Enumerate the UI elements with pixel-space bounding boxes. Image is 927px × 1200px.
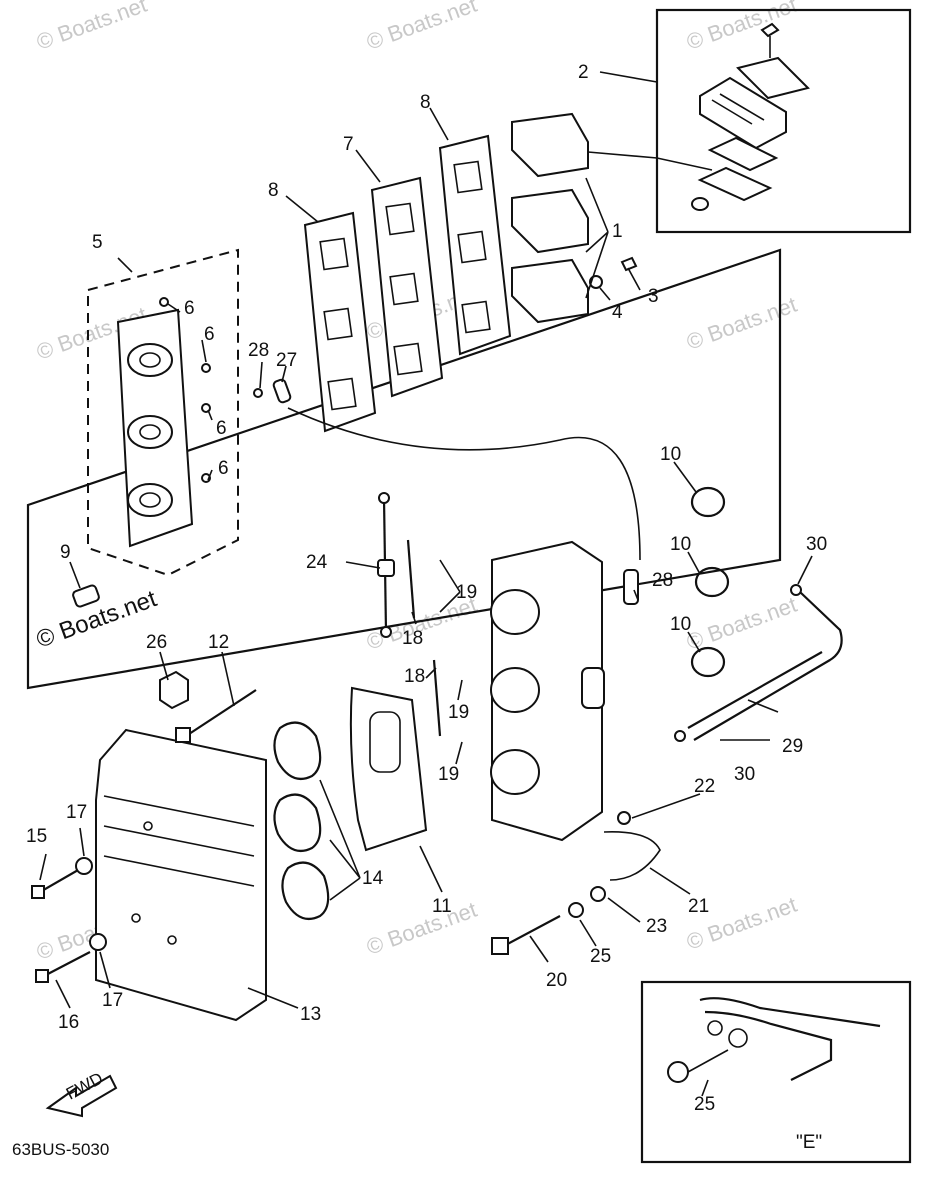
callout-30: 30 xyxy=(734,764,755,785)
intake-manifold-plate xyxy=(116,308,194,548)
callout-8: 8 xyxy=(268,180,279,201)
connector-wire xyxy=(287,407,641,561)
callout-6: 6 xyxy=(184,298,195,319)
callout-6: 6 xyxy=(216,418,227,439)
callout-20: 20 xyxy=(546,970,567,991)
callout-15: 15 xyxy=(26,826,47,847)
callout-21: 21 xyxy=(688,896,709,917)
fwd-arrow: FWD xyxy=(45,1069,118,1118)
inset-view-e: "E" xyxy=(640,980,912,1164)
callout-11: 11 xyxy=(432,896,452,917)
callout-10: 10 xyxy=(660,444,681,465)
callout-labels: 1 2 3 4 5 6 6 6 6 7 8 8 9 10 10 10 11 12… xyxy=(26,62,827,1115)
callout-25: 25 xyxy=(590,946,611,967)
callout-12: 12 xyxy=(208,632,229,653)
callout-9: 9 xyxy=(60,542,71,563)
watermark: © Boats.net xyxy=(683,292,800,355)
callout-5: 5 xyxy=(92,232,103,253)
callout-19: 19 xyxy=(456,582,477,603)
inset-reed-valve-detail xyxy=(655,8,912,234)
callout-22: 22 xyxy=(694,776,715,797)
callout-28: 28 xyxy=(248,340,269,361)
gasket-7 xyxy=(370,176,444,398)
gasket-8-left xyxy=(303,211,377,433)
gasket-8-right xyxy=(438,134,512,356)
inset-frame xyxy=(655,8,912,234)
watermark: © Boats.net xyxy=(363,897,480,960)
washers xyxy=(75,811,631,951)
watermark: © Boats.net xyxy=(33,0,150,55)
intake-silencer xyxy=(95,728,267,1022)
callout-6: 6 xyxy=(218,458,229,479)
callout-19: 19 xyxy=(448,702,469,723)
inset-frame xyxy=(640,980,912,1164)
callout-14: 14 xyxy=(362,868,384,889)
callout-17: 17 xyxy=(102,990,123,1011)
callout-25: 25 xyxy=(694,1094,715,1115)
callout-3: 3 xyxy=(648,286,659,307)
callout-17: 17 xyxy=(66,802,87,823)
linkage-rods xyxy=(377,492,442,737)
callout-2: 2 xyxy=(578,62,589,83)
callout-26: 26 xyxy=(146,632,167,653)
reed-valve-exploded-illustration xyxy=(691,22,810,211)
diagram-code: 63BUS-5030 xyxy=(12,1140,109,1159)
callout-29: 29 xyxy=(782,736,803,757)
hose-29-inner xyxy=(687,651,823,729)
callout-19: 19 xyxy=(438,764,459,785)
carburetor-assembly xyxy=(490,540,639,842)
callout-18: 18 xyxy=(404,666,425,687)
group-outline xyxy=(26,248,782,690)
fasteners-upper xyxy=(72,256,638,608)
callout-10: 10 xyxy=(670,614,691,635)
callout-10: 10 xyxy=(670,534,691,555)
inset-view-label: "E" xyxy=(796,1132,822,1153)
dashed-group-5 xyxy=(87,248,239,577)
callout-7: 7 xyxy=(343,134,354,155)
callout-8: 8 xyxy=(420,92,431,113)
callout-1: 1 xyxy=(612,221,623,242)
hose-29 xyxy=(693,591,843,741)
callout-16: 16 xyxy=(58,1012,79,1033)
callout-24: 24 xyxy=(306,552,328,573)
callout-30: 30 xyxy=(806,534,827,555)
watermark: © Boats.net xyxy=(683,0,800,55)
callout-28: 28 xyxy=(652,570,673,591)
watermark: © Boats.net xyxy=(683,592,800,655)
bracket-26 xyxy=(159,670,189,710)
reed-valve-assemblies xyxy=(511,112,589,324)
watermark: © Boats.net xyxy=(363,0,480,55)
callout-13: 13 xyxy=(300,1004,321,1025)
seals-14 xyxy=(273,721,330,920)
callout-18: 18 xyxy=(402,628,423,649)
leader-lines xyxy=(39,71,813,1097)
callout-27: 27 xyxy=(276,350,297,371)
clips-10 xyxy=(690,486,730,678)
callout-4: 4 xyxy=(612,302,623,323)
callout-6: 6 xyxy=(204,324,215,345)
callout-23: 23 xyxy=(646,916,667,937)
